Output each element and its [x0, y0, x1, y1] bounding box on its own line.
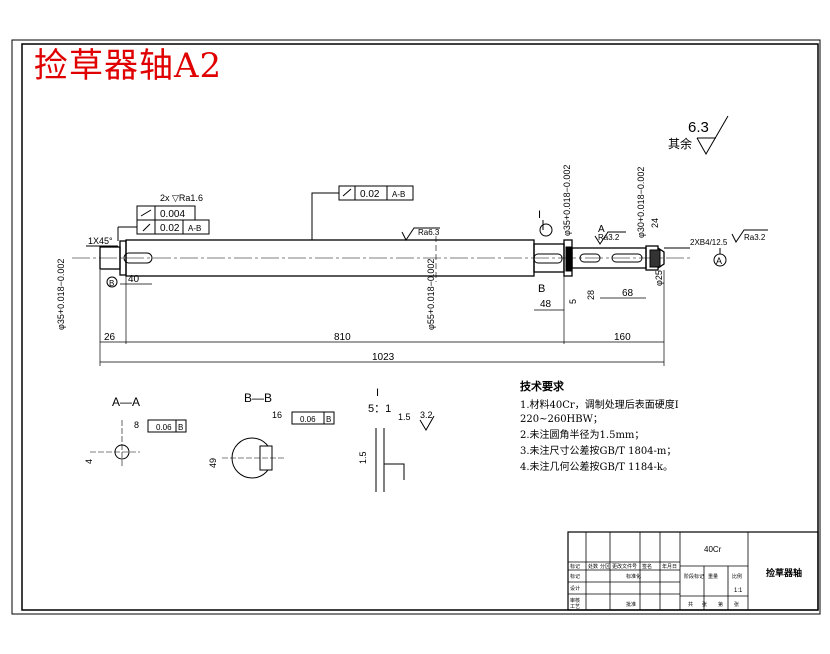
fcf-middle: 0.02 A-B — [311, 185, 414, 240]
svg-text:1X45°: 1X45° — [88, 236, 113, 246]
svg-text:签名: 签名 — [642, 563, 652, 570]
svg-text:I: I — [376, 387, 379, 399]
svg-text:B: B — [326, 415, 331, 424]
svg-text:A-B: A-B — [392, 190, 405, 199]
svg-text:分区: 分区 — [600, 563, 610, 570]
svg-text:B: B — [109, 279, 114, 288]
title-block: 40Cr 捡草器轴 1:1 标记 处数 分区 更改文件号 签名 年月日 标记 设… — [567, 531, 819, 611]
svg-text:1:1: 1:1 — [734, 588, 743, 594]
svg-text:4: 4 — [84, 459, 94, 464]
datum-b-circle — [106, 276, 118, 288]
svg-text:49: 49 — [208, 458, 218, 468]
thread-hatch — [649, 249, 661, 268]
dim-d30: φ30+0.018−0.002 — [636, 167, 646, 238]
svg-text:第: 第 — [718, 601, 723, 608]
svg-text:标记: 标记 — [570, 573, 580, 580]
svg-text:工艺: 工艺 — [570, 604, 580, 610]
svg-text:共: 共 — [688, 601, 693, 608]
svg-text:其余: 其余 — [668, 136, 692, 151]
svg-text:2.未注圆角半径为1.5mm；: 2.未注圆角半径为1.5mm； — [520, 428, 644, 441]
tb-part-name: 捡草器轴 — [766, 567, 802, 579]
svg-text:6.3: 6.3 — [688, 119, 709, 136]
svg-text:0.06: 0.06 — [300, 415, 316, 424]
svg-text:更改文件号: 更改文件号 — [612, 563, 637, 570]
svg-text:A-B: A-B — [188, 224, 201, 233]
svg-text:审核: 审核 — [570, 597, 580, 604]
svg-text:1.5: 1.5 — [358, 451, 368, 464]
svg-text:A: A — [716, 256, 722, 266]
svg-text:Ra3.2: Ra3.2 — [598, 233, 620, 242]
svg-text:B—B: B—B — [244, 391, 272, 405]
svg-text:0.02: 0.02 — [160, 223, 180, 234]
dim-28: 28 — [586, 290, 596, 300]
keyway-mid — [533, 253, 563, 264]
svg-text:标准化: 标准化 — [626, 573, 641, 580]
section-aa: A—A 8 4 0.06 B — [84, 395, 187, 466]
dim-d35-right: φ35+0.018−0.002 — [562, 165, 572, 236]
svg-text:B: B — [178, 423, 183, 432]
svg-text:0.004: 0.004 — [160, 209, 185, 220]
svg-text:2x ▽Ra1.6: 2x ▽Ra1.6 — [160, 193, 203, 203]
keyway-left — [123, 252, 153, 264]
svg-text:48: 48 — [540, 299, 552, 310]
surface-finish-default: 6.3 其余 — [668, 115, 729, 156]
svg-text:40: 40 — [128, 274, 140, 285]
svg-text:张: 张 — [702, 601, 707, 608]
dim-d55: φ55+0.018−0.002 — [426, 259, 436, 330]
svg-text:A—A: A—A — [112, 395, 140, 409]
tb-material: 40Cr — [704, 545, 722, 554]
technical-requirements: 技术要求 1.材料40Cr，调制处理后表面硬度I 220~260HBW； 2.未… — [520, 379, 679, 473]
svg-text:Ra3.2: Ra3.2 — [744, 233, 766, 242]
svg-text:A: A — [598, 224, 605, 235]
svg-text:160: 160 — [614, 332, 631, 343]
svg-text:3.未注尺寸公差按GB/T 1804-m；: 3.未注尺寸公差按GB/T 1804-m； — [520, 444, 676, 457]
svg-text:张: 张 — [734, 601, 739, 608]
svg-text:1.材料40Cr，调制处理后表面硬度I: 1.材料40Cr，调制处理后表面硬度I — [520, 398, 679, 411]
svg-text:220~260HBW；: 220~260HBW； — [520, 414, 603, 425]
dim-d25: φ25 — [654, 270, 664, 286]
dim-5: 5 — [568, 299, 578, 304]
svg-text:1.5: 1.5 — [398, 412, 411, 422]
section-bb: B—B 16 49 0.06 B — [208, 391, 335, 479]
svg-text:技术要求: 技术要求 — [520, 379, 565, 393]
dim-24: 24 — [650, 218, 660, 228]
svg-text:3.2: 3.2 — [420, 410, 433, 420]
svg-text:比例: 比例 — [732, 573, 742, 580]
chamfer-callout: 1X45° — [86, 236, 118, 247]
svg-text:26: 26 — [104, 332, 116, 343]
svg-text:阶段标记: 阶段标记 — [684, 573, 704, 580]
svg-text:2XB4/12.5: 2XB4/12.5 — [690, 238, 728, 247]
outer-frame — [11, 39, 821, 615]
svg-text:Ra6.3: Ra6.3 — [418, 228, 440, 237]
svg-text:1023: 1023 — [372, 352, 395, 363]
svg-text:8: 8 — [134, 420, 139, 430]
svg-text:4.未注几何公差按GB/T 1184-k。: 4.未注几何公差按GB/T 1184-k。 — [520, 460, 673, 473]
detail-i: I 5：1 1.5 1.5 3.2 — [358, 387, 435, 492]
collar-hatch — [565, 246, 573, 272]
fcf-left: 0.004 0.02 A-B 2x ▽Ra1.6 — [117, 193, 210, 241]
inner-frame — [21, 43, 819, 611]
svg-text:处数: 处数 — [588, 563, 598, 570]
drawing-title: 捡草器轴A2 — [34, 46, 223, 86]
svg-text:810: 810 — [334, 332, 351, 343]
svg-text:标记: 标记 — [570, 563, 580, 570]
dim-d35-left: φ35+0.018−0.002 — [56, 259, 66, 330]
right-callouts: I B Ra3.2 A Ra3.2 2XB4/12.5 A — [538, 209, 768, 295]
ra63-callout: Ra6.3 — [401, 227, 440, 241]
svg-text:年月日: 年月日 — [662, 563, 677, 570]
svg-text:I: I — [538, 209, 541, 221]
horizontal-dimensions: 40 48 68 26 810 160 1023 — [99, 270, 665, 366]
svg-text:批准: 批准 — [626, 601, 636, 608]
svg-text:B: B — [538, 283, 545, 295]
svg-text:重量: 重量 — [708, 573, 718, 580]
svg-text:设计: 设计 — [570, 585, 580, 592]
svg-text:0.06: 0.06 — [156, 423, 172, 432]
svg-text:0.02: 0.02 — [360, 189, 380, 200]
svg-text:5：1: 5：1 — [368, 403, 391, 415]
svg-text:16: 16 — [272, 410, 282, 420]
svg-text:68: 68 — [622, 288, 634, 299]
